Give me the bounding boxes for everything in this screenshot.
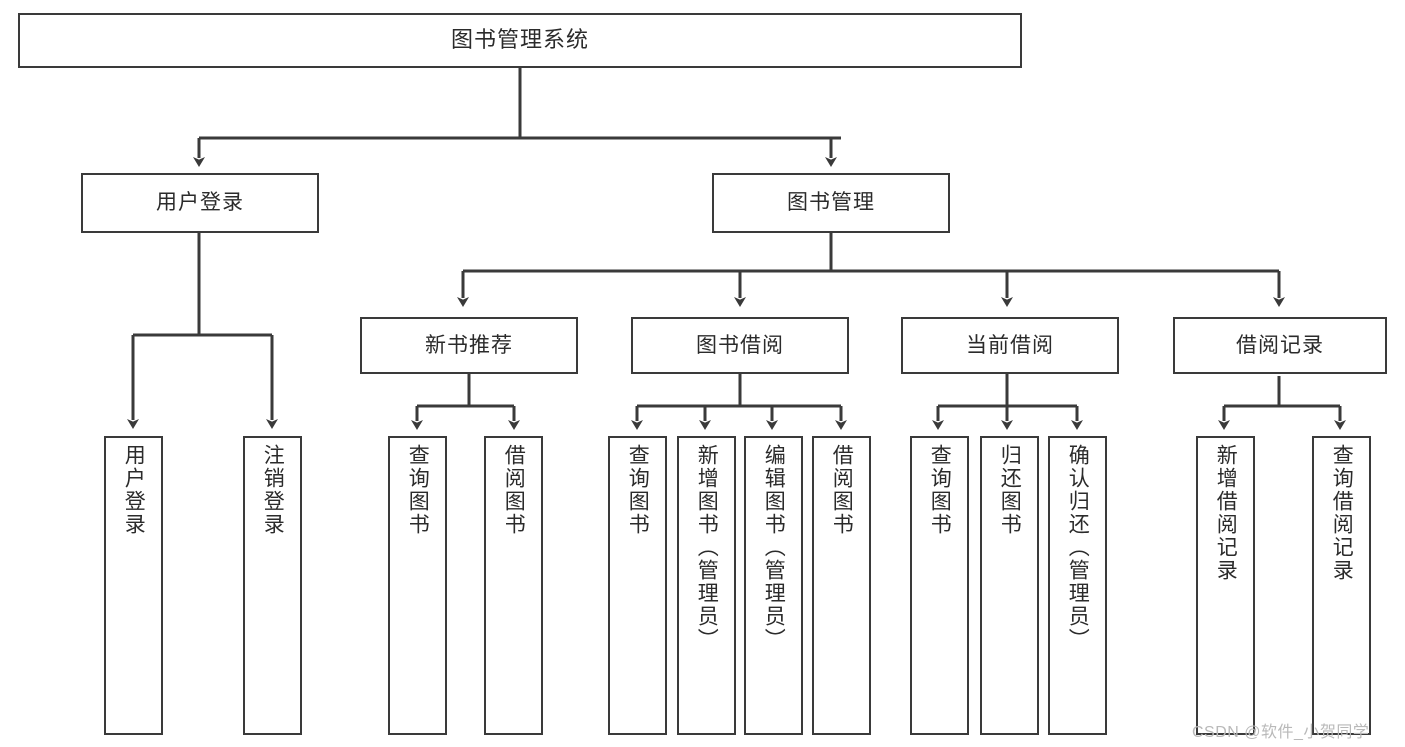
leaf-add-borrow-record[interactable]: 新增借阅记录 [1196,436,1255,735]
leaf-query-books-recommend[interactable]: 查询图书 [388,436,447,735]
node-user-login[interactable]: 用户登录 [81,173,319,233]
leaf-confirm-return-admin[interactable]: 确认归还（管理员） [1048,436,1107,735]
leaf-add-book-admin-label: 新增图书（管理员） [695,444,719,651]
leaf-query-books-borrow-label: 查询图书 [626,444,650,536]
leaf-borrow-books[interactable]: 借阅图书 [812,436,871,735]
leaf-user-login-label: 用户登录 [122,444,146,536]
leaf-query-books-recommend-label: 查询图书 [406,444,430,536]
leaf-confirm-return-admin-label: 确认归还（管理员） [1066,444,1090,651]
leaf-borrow-books-recommend-label: 借阅图书 [502,444,526,536]
node-book-borrow-label: 图书借阅 [696,333,784,357]
node-current-borrow[interactable]: 当前借阅 [901,317,1119,374]
leaf-logout-label: 注销登录 [261,444,285,536]
node-root[interactable]: 图书管理系统 [18,13,1022,68]
node-new-book-recommend-label: 新书推荐 [425,333,513,357]
leaf-edit-book-admin[interactable]: 编辑图书（管理员） [744,436,803,735]
leaf-query-borrow-record-label: 查询借阅记录 [1330,444,1354,582]
node-book-borrow[interactable]: 图书借阅 [631,317,849,374]
leaf-query-books-current[interactable]: 查询图书 [910,436,969,735]
leaf-query-books-current-label: 查询图书 [928,444,952,536]
node-root-label: 图书管理系统 [450,27,589,53]
leaf-add-book-admin[interactable]: 新增图书（管理员） [677,436,736,735]
leaf-query-borrow-record[interactable]: 查询借阅记录 [1312,436,1371,735]
leaf-query-books-borrow[interactable]: 查询图书 [608,436,667,735]
node-borrow-records[interactable]: 借阅记录 [1173,317,1387,374]
node-user-login-label: 用户登录 [156,191,244,215]
leaf-borrow-books-label: 借阅图书 [830,444,854,536]
node-new-book-recommend[interactable]: 新书推荐 [360,317,578,374]
node-current-borrow-label: 当前借阅 [966,333,1054,357]
leaf-borrow-books-recommend[interactable]: 借阅图书 [484,436,543,735]
node-book-management[interactable]: 图书管理 [712,173,950,233]
leaf-return-books-label: 归还图书 [998,444,1022,536]
leaf-user-login[interactable]: 用户登录 [104,436,163,735]
leaf-add-borrow-record-label: 新增借阅记录 [1214,444,1238,582]
leaf-return-books[interactable]: 归还图书 [980,436,1039,735]
csdn-watermark: CSDN @软件_小贺同学 [1192,724,1370,741]
node-book-management-label: 图书管理 [787,191,875,215]
node-borrow-records-label: 借阅记录 [1236,333,1324,357]
leaf-logout[interactable]: 注销登录 [243,436,302,735]
leaf-edit-book-admin-label: 编辑图书（管理员） [762,444,786,651]
